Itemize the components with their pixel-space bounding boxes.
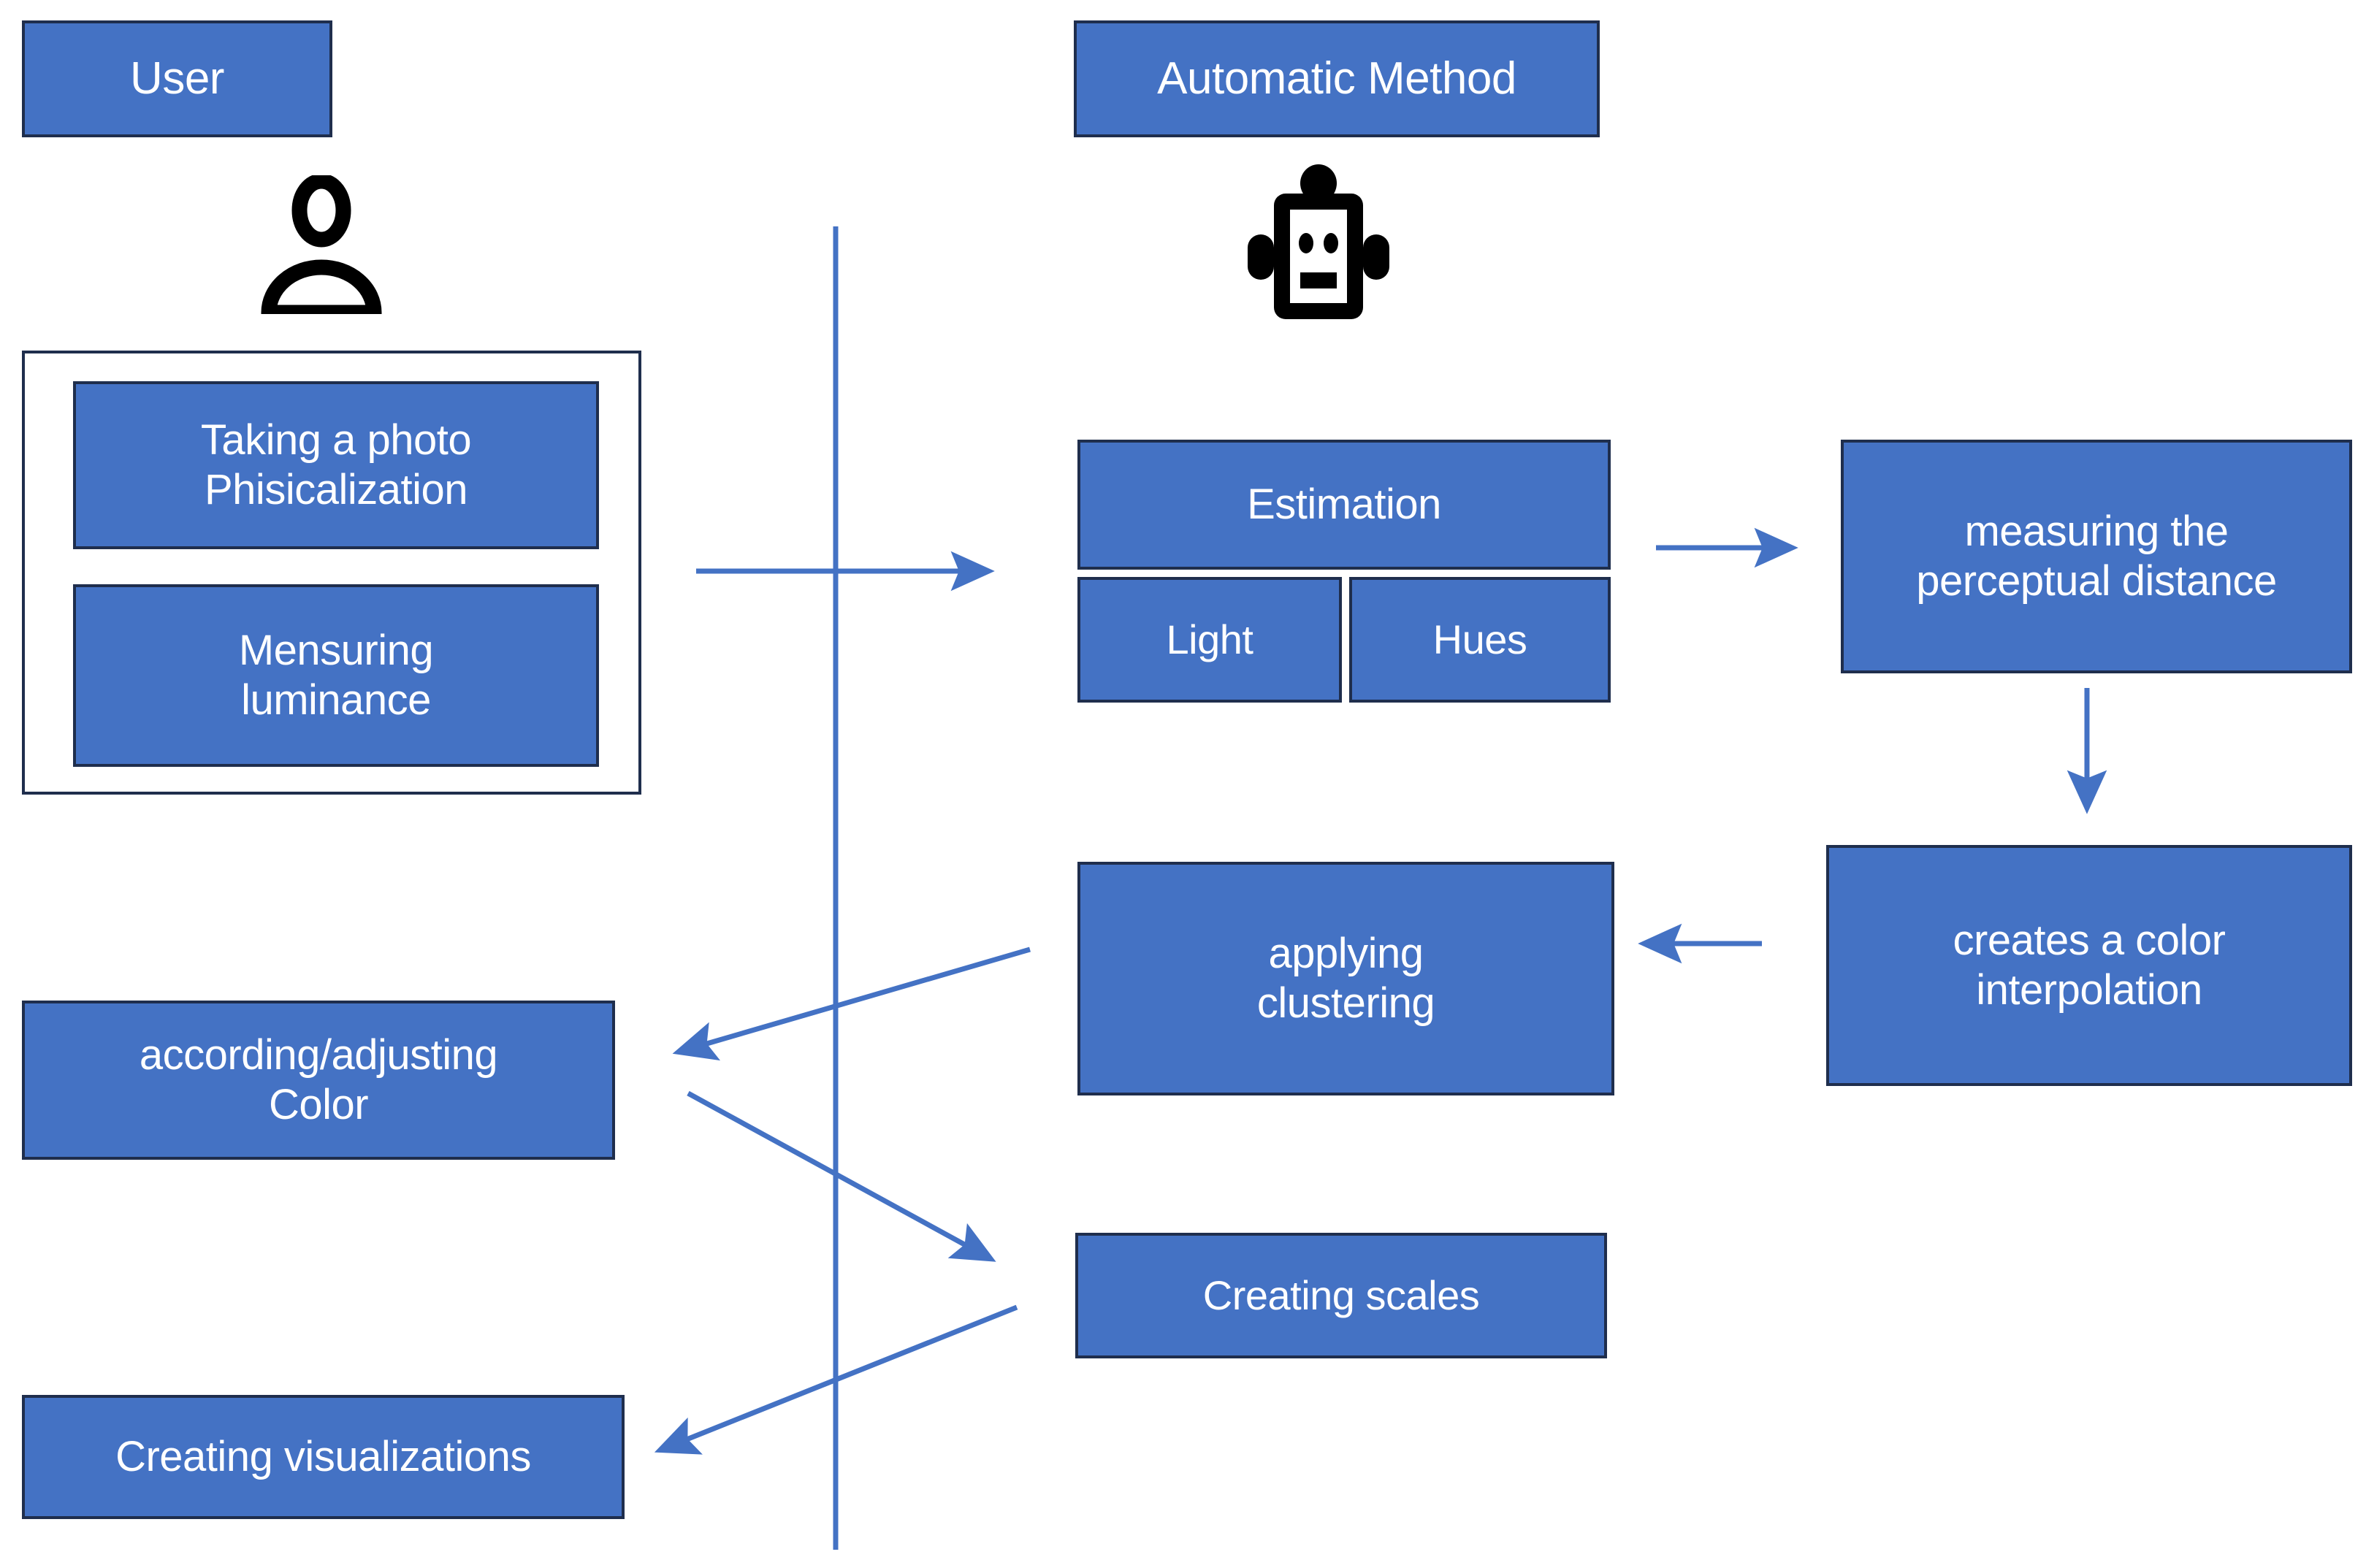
creating-visualizations-box[interactable]: Creating visualizations — [22, 1395, 625, 1519]
taking-photo-box[interactable]: Taking a photo Phisicalization — [73, 381, 599, 549]
estimation-box[interactable]: Estimation — [1077, 440, 1611, 570]
automatic-method-header-box[interactable]: Automatic Method — [1074, 20, 1600, 137]
connector-clustering-to-adjusting — [672, 946, 1031, 1061]
robot-icon — [1242, 164, 1395, 325]
user-header-box[interactable]: User — [22, 20, 332, 137]
applying-clustering-box[interactable]: applying clustering — [1077, 862, 1614, 1095]
person-icon — [256, 173, 387, 321]
adjusting-color-box[interactable]: according/adjusting Color — [22, 1001, 615, 1160]
connector-adjusting-to-scales — [687, 1090, 996, 1262]
connector-scales-to-visualizations — [654, 1304, 1018, 1455]
creating-scales-box[interactable]: Creating scales — [1075, 1233, 1607, 1358]
measuring-perceptual-distance-box[interactable]: measuring the perceptual distance — [1841, 440, 2352, 673]
mensuring-luminance-box[interactable]: Mensuring luminance — [73, 584, 599, 767]
hues-box[interactable]: Hues — [1349, 577, 1611, 703]
light-box[interactable]: Light — [1077, 577, 1342, 703]
color-interpolation-box[interactable]: creates a color interpolation — [1826, 845, 2352, 1086]
